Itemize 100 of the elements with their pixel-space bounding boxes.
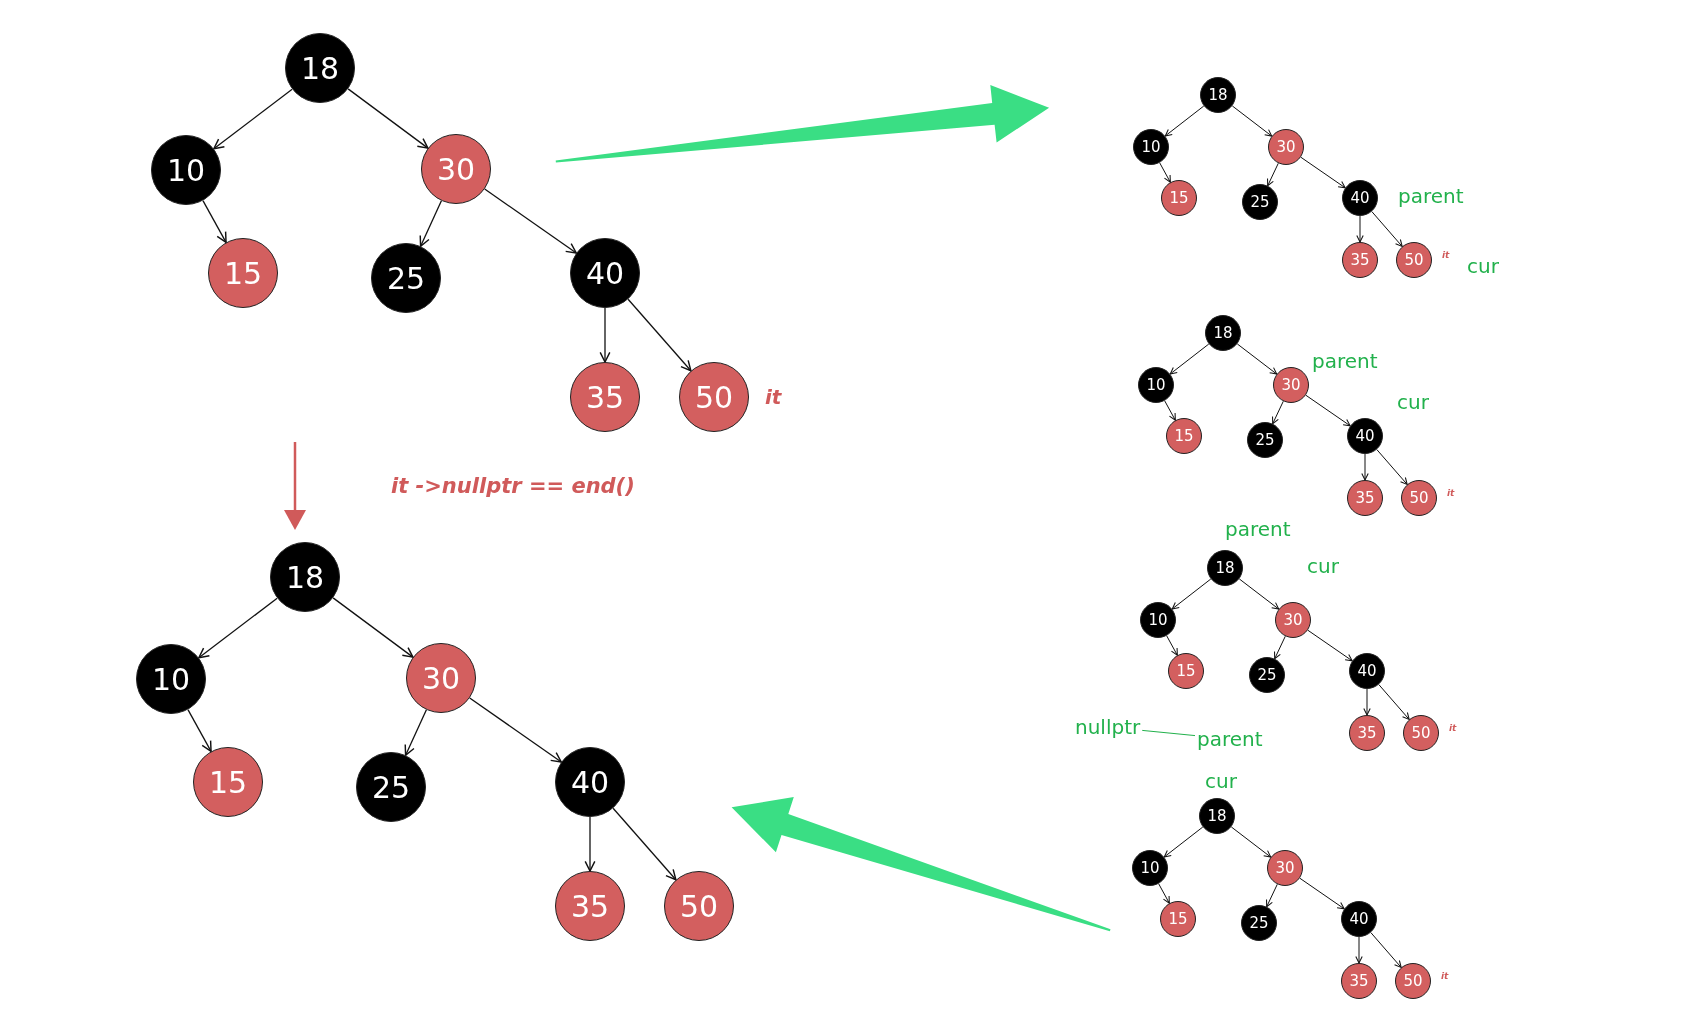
arrow <box>1355 936 1363 964</box>
tree-node: 30 <box>1275 602 1311 638</box>
tree-node: 18 <box>1205 315 1241 351</box>
arrow <box>1164 105 1205 137</box>
arrow <box>1163 826 1204 858</box>
arrow <box>1164 400 1176 421</box>
tree-node: 40 <box>1342 180 1378 216</box>
arrow <box>469 697 562 763</box>
pointer-label: cur <box>1397 392 1429 412</box>
pointer-label: parent <box>1312 351 1378 371</box>
tree-node: 50 <box>679 362 749 432</box>
tree-node: 25 <box>1247 422 1283 458</box>
tree-node: 35 <box>570 362 640 432</box>
arrow <box>627 298 692 372</box>
arrow <box>1171 578 1212 610</box>
arrow <box>1370 932 1402 968</box>
arrow <box>1238 578 1280 610</box>
pointer-label: parent <box>1398 186 1464 206</box>
pointer-label: it <box>1441 972 1449 981</box>
pointer-label: cur <box>1307 556 1339 576</box>
tree-node: 15 <box>1168 653 1204 689</box>
pointer-label: cur <box>1205 771 1237 791</box>
arrow <box>612 807 677 881</box>
arrow <box>1266 883 1278 908</box>
tree-node: 15 <box>208 238 278 308</box>
pointer-label: it <box>1447 489 1455 498</box>
tree-node: 30 <box>406 643 476 713</box>
arrow <box>484 188 577 254</box>
arrow <box>1274 635 1286 660</box>
tree-node: 50 <box>1403 715 1439 751</box>
pointer-label: parent <box>1225 519 1291 539</box>
arrow <box>1300 156 1346 189</box>
arrow <box>202 199 227 244</box>
arrow <box>1169 343 1210 375</box>
arrow <box>213 88 293 150</box>
tree-node: 35 <box>1342 242 1378 278</box>
arrow <box>599 307 611 363</box>
tree-node: 50 <box>1395 963 1431 999</box>
pointer-label: it <box>1449 724 1457 733</box>
tree-node: 18 <box>270 542 340 612</box>
tree-node: 18 <box>1199 798 1235 834</box>
tree-node: 15 <box>1160 901 1196 937</box>
leader-line <box>1141 729 1196 737</box>
tree-node: 40 <box>1341 901 1377 937</box>
tree-node: 30 <box>1267 850 1303 886</box>
tree-node: 10 <box>1138 367 1174 403</box>
tree-node: 40 <box>570 238 640 308</box>
tree-node: 10 <box>136 644 206 714</box>
arrow <box>419 200 443 247</box>
arrow <box>347 88 429 149</box>
arrow <box>187 708 212 753</box>
arrow <box>1299 877 1345 910</box>
arrow <box>1230 826 1272 858</box>
tree-node: 30 <box>1268 129 1304 165</box>
arrow <box>404 709 428 756</box>
arrow <box>1378 684 1410 720</box>
pointer-label: nullptr <box>1075 717 1141 737</box>
tree-node: 15 <box>193 747 263 817</box>
tree-node: 30 <box>1273 367 1309 403</box>
arrow <box>1363 688 1371 716</box>
pointer-label: it <box>765 387 782 407</box>
tree-node: 40 <box>1349 653 1385 689</box>
arrow <box>1236 343 1278 375</box>
arrow <box>1267 162 1279 187</box>
tree-node: 25 <box>1241 905 1277 941</box>
tree-node: 50 <box>1396 242 1432 278</box>
tree-node: 30 <box>421 134 491 204</box>
tree-node: 35 <box>1349 715 1385 751</box>
tree-node: 18 <box>285 33 355 103</box>
tree-node: 25 <box>356 752 426 822</box>
arrow <box>332 597 414 658</box>
arrow <box>1371 211 1403 247</box>
block-arrow <box>731 797 1111 932</box>
tree-node: 18 <box>1200 77 1236 113</box>
tree-node: 25 <box>371 243 441 313</box>
arrow <box>198 597 278 659</box>
arrow <box>1231 105 1273 137</box>
arrow <box>1272 400 1284 425</box>
tree-node: 15 <box>1161 180 1197 216</box>
arrow <box>1376 449 1408 485</box>
tree-node: 10 <box>1132 850 1168 886</box>
arrow <box>1361 453 1369 481</box>
tree-node: 40 <box>555 747 625 817</box>
tree-node: 10 <box>1133 129 1169 165</box>
tree-node: 35 <box>555 871 625 941</box>
arrow <box>584 816 596 872</box>
tree-node: 25 <box>1249 657 1285 693</box>
tree-node: 18 <box>1207 550 1243 586</box>
arrow <box>1356 215 1364 243</box>
tree-node: 35 <box>1341 963 1377 999</box>
condition-note: it ->nullptr == end() <box>391 476 635 497</box>
tree-node: 25 <box>1242 184 1278 220</box>
tree-node: 50 <box>1401 480 1437 516</box>
arrow <box>1307 629 1353 662</box>
arrow <box>1166 635 1178 656</box>
tree-node: 15 <box>1166 418 1202 454</box>
tree-node: 10 <box>1140 602 1176 638</box>
pointer-label: parent <box>1197 729 1263 749</box>
tree-node: 40 <box>1347 418 1383 454</box>
arrow <box>1159 162 1171 183</box>
